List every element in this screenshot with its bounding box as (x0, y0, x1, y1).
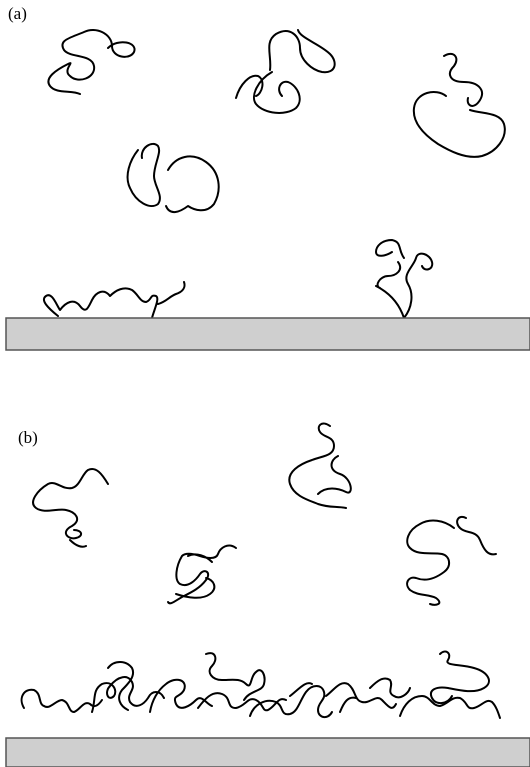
adsorbed-polymer-chain (107, 661, 134, 711)
adsorbed-polymer-chain (91, 676, 165, 713)
adsorbed-polymer-chain (197, 692, 287, 712)
panel-a (5, 28, 530, 351)
free-polymer-coil (32, 468, 109, 548)
adsorbed-polymer-chain (205, 652, 266, 701)
substrate-surface (5, 317, 530, 351)
free-polymer-coil (288, 422, 352, 509)
adsorbed-polymer-chain (289, 682, 397, 709)
panel-a-label: (a) (8, 4, 27, 23)
adsorbed-polymer-chain (399, 695, 501, 719)
adsorbed-polymer-chain (375, 239, 434, 319)
free-polymer-coil (235, 29, 336, 114)
free-polymer-coil (412, 52, 506, 158)
adsorbed-polymer-chain (20, 688, 103, 713)
substrate-surface (5, 737, 530, 767)
adsorbed-polymer-chain (149, 678, 213, 713)
free-polymer-coil (406, 516, 497, 606)
panel-b (5, 422, 530, 767)
free-polymer-coil (126, 142, 220, 213)
panel-b-label: (b) (18, 428, 38, 447)
free-polymer-coil (167, 544, 237, 605)
adsorbed-polymer-chain (430, 650, 490, 704)
adsorbed-polymer-chain (249, 685, 333, 718)
adsorbed-polymer-chain (42, 281, 186, 319)
free-polymer-coil (47, 28, 136, 95)
adsorbed-polymer-chain (339, 677, 411, 713)
